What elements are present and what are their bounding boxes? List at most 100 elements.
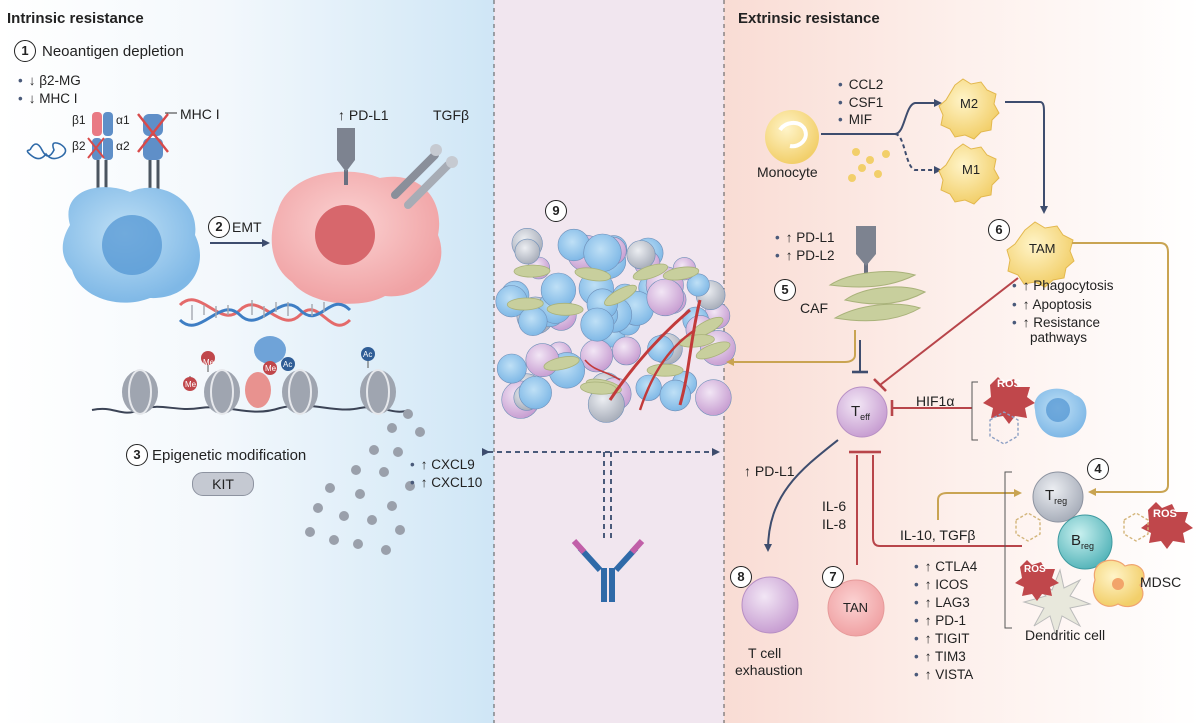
beta1-label: β1 bbox=[72, 113, 86, 127]
mdsc-cell bbox=[1092, 559, 1145, 608]
methyl-mark-label: Me bbox=[203, 358, 215, 367]
chemokine-dot bbox=[353, 539, 363, 549]
methyl-mark-icons bbox=[183, 351, 277, 391]
ros-label: ROS bbox=[1153, 508, 1177, 520]
ros-burst-group bbox=[1015, 502, 1193, 601]
pdl1-exhaustion-label: ↑ PD-L1 bbox=[744, 463, 795, 479]
chemokine-item: ↑ CXCL10 bbox=[410, 474, 483, 492]
acetyl-mark-label: Ac bbox=[283, 360, 293, 369]
tme-fibroblast bbox=[543, 356, 580, 371]
tme-fibroblast bbox=[646, 363, 684, 377]
beta2-label: β2 bbox=[72, 139, 86, 153]
extrinsic-title: Extrinsic resistance bbox=[738, 10, 880, 27]
checkpoint-item: ↑ LAG3 bbox=[914, 594, 977, 612]
neoantigen-cell-nucleus bbox=[102, 215, 162, 275]
m2-label: M2 bbox=[960, 96, 979, 111]
step-8-badge: 8 bbox=[730, 566, 752, 588]
acetyl-mark-label: Ac bbox=[363, 350, 373, 359]
mhc-label: MHC I bbox=[180, 106, 220, 122]
antibody-link-dashed bbox=[603, 452, 612, 540]
ros-label: ROS bbox=[1024, 564, 1046, 575]
antibody-icon bbox=[571, 538, 645, 602]
ros-cell-group bbox=[983, 377, 1087, 445]
caf-marker-list: ↑ PD-L1 ↑ PD-L2 bbox=[775, 229, 835, 264]
treg-label-main: T bbox=[1045, 487, 1055, 504]
exhausted-t-cell bbox=[741, 576, 799, 634]
hif-bracket bbox=[971, 381, 978, 441]
chemokine-dot bbox=[339, 511, 349, 521]
chemokine-dot bbox=[367, 515, 377, 525]
monocyte-factor-list: CCL2 CSF1 MIF bbox=[838, 76, 884, 129]
tme-fibroblast bbox=[695, 341, 731, 360]
neoantigen-label: Neoantigen depletion bbox=[42, 43, 184, 60]
chemokine-list: ↑ CXCL9 ↑ CXCL10 bbox=[410, 456, 483, 492]
breg-cell bbox=[1057, 514, 1113, 570]
neoantigen-list: ↓ β2-MG ↓ MHC I bbox=[18, 72, 81, 107]
ros-label: ROS bbox=[997, 378, 1021, 390]
tgfb-label: TGFβ bbox=[433, 107, 470, 123]
tam-label: TAM bbox=[1029, 241, 1056, 256]
tme-fibroblast bbox=[546, 302, 584, 316]
pdl1-tumour-label: ↑ PD-L1 bbox=[338, 107, 389, 123]
caf-marker: ↑ PD-L1 bbox=[775, 229, 835, 247]
chemokine-dot bbox=[379, 467, 389, 477]
tme-cell bbox=[496, 353, 527, 384]
step-9-badge: 9 bbox=[545, 200, 567, 222]
tam-inhibition-bar bbox=[873, 378, 887, 392]
tme-fibroblast bbox=[662, 266, 700, 281]
chemokine-dot bbox=[351, 465, 361, 475]
step-6-badge: 6 bbox=[988, 219, 1010, 241]
tam-effect: ↑ Resistance bbox=[1012, 314, 1114, 333]
il6-label: IL-6 bbox=[822, 498, 847, 514]
dna-helix-icon bbox=[178, 298, 352, 327]
treg-label-sub: reg bbox=[1054, 496, 1068, 506]
intrinsic-panel-bg bbox=[0, 0, 494, 723]
tme-cell bbox=[583, 233, 622, 272]
m1-macrophage bbox=[938, 143, 1000, 205]
breg-label-main: B bbox=[1071, 532, 1082, 549]
emt-label: EMT bbox=[232, 219, 262, 235]
neoantigen-item: ↓ β2-MG bbox=[18, 72, 81, 90]
kit-pill: KIT bbox=[192, 472, 254, 496]
monocyte-label: Monocyte bbox=[757, 164, 818, 180]
tan-neutrophil bbox=[827, 579, 885, 637]
tme-fibroblast bbox=[574, 267, 612, 282]
tam-effect: ↑ Apoptosis bbox=[1012, 296, 1114, 315]
tme-cell bbox=[514, 238, 541, 265]
tme-cell bbox=[518, 376, 552, 410]
tam-to-treg-arrow bbox=[1072, 242, 1169, 496]
treg-cell bbox=[1032, 471, 1084, 523]
tme-cell bbox=[695, 379, 732, 416]
methyl-mark-label: Me bbox=[185, 380, 197, 389]
tme-fibroblast bbox=[632, 263, 669, 281]
treg-inhibition-line bbox=[872, 455, 1022, 547]
chemokine-dot bbox=[393, 447, 403, 457]
chemokine-dot bbox=[313, 503, 323, 513]
checkpoint-item: ↑ TIM3 bbox=[914, 648, 977, 666]
tme-cell bbox=[646, 278, 684, 317]
chemokine-item: ↑ CXCL9 bbox=[410, 456, 482, 474]
tme-cell bbox=[518, 306, 548, 336]
tan-label: TAN bbox=[843, 600, 869, 615]
tme-cell bbox=[540, 272, 577, 308]
il8-label: IL-8 bbox=[822, 516, 847, 532]
chemokine-dot bbox=[395, 525, 405, 535]
teff-label-main: T bbox=[851, 403, 861, 420]
acetyl-mark-icons bbox=[281, 347, 375, 371]
il10-tgfb-label: IL-10, TGFβ bbox=[900, 527, 976, 543]
caf-to-tme-arrow bbox=[726, 330, 856, 366]
nucleosome-icons bbox=[122, 369, 396, 415]
checkpoint-item: ↑ TIGIT bbox=[914, 630, 977, 648]
chemokine-dot bbox=[387, 501, 397, 511]
step-2-badge: 2 bbox=[208, 216, 230, 238]
monocyte-to-m1-arrow bbox=[894, 133, 942, 174]
checkpoint-item: ↑ CTLA4 bbox=[914, 558, 978, 576]
regulatory-bracket bbox=[1004, 471, 1012, 629]
step-4-badge: 4 bbox=[1087, 458, 1109, 480]
chemokine-dot bbox=[305, 527, 315, 537]
checkpoint-item: ↑ PD-1 bbox=[914, 612, 977, 630]
checkpoint-item: ↑ ICOS bbox=[914, 576, 977, 594]
checkpoint-item: ↑ VISTA bbox=[914, 666, 977, 684]
tme-fibroblast bbox=[604, 284, 637, 306]
